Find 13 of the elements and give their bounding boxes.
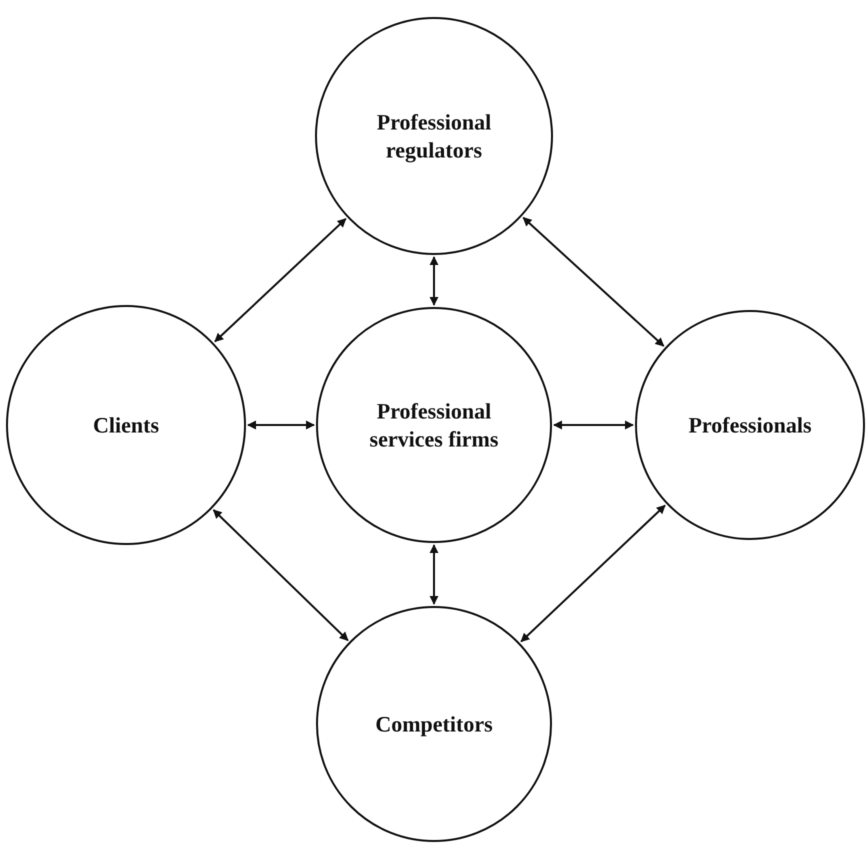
double-arrow (522, 216, 664, 347)
double-arrow (214, 218, 346, 342)
double-arrow (430, 256, 438, 306)
node-label: Competitors (374, 710, 494, 738)
double-arrow (247, 420, 315, 430)
double-arrow (212, 509, 349, 642)
double-arrow (520, 504, 666, 642)
node-label: Clients (92, 411, 160, 439)
node-label: Professional regulators (376, 108, 492, 164)
node-label: Professionals (687, 411, 813, 439)
double-arrow (430, 544, 438, 605)
node-label: Professional services firms (368, 398, 500, 452)
double-arrow (553, 420, 634, 430)
